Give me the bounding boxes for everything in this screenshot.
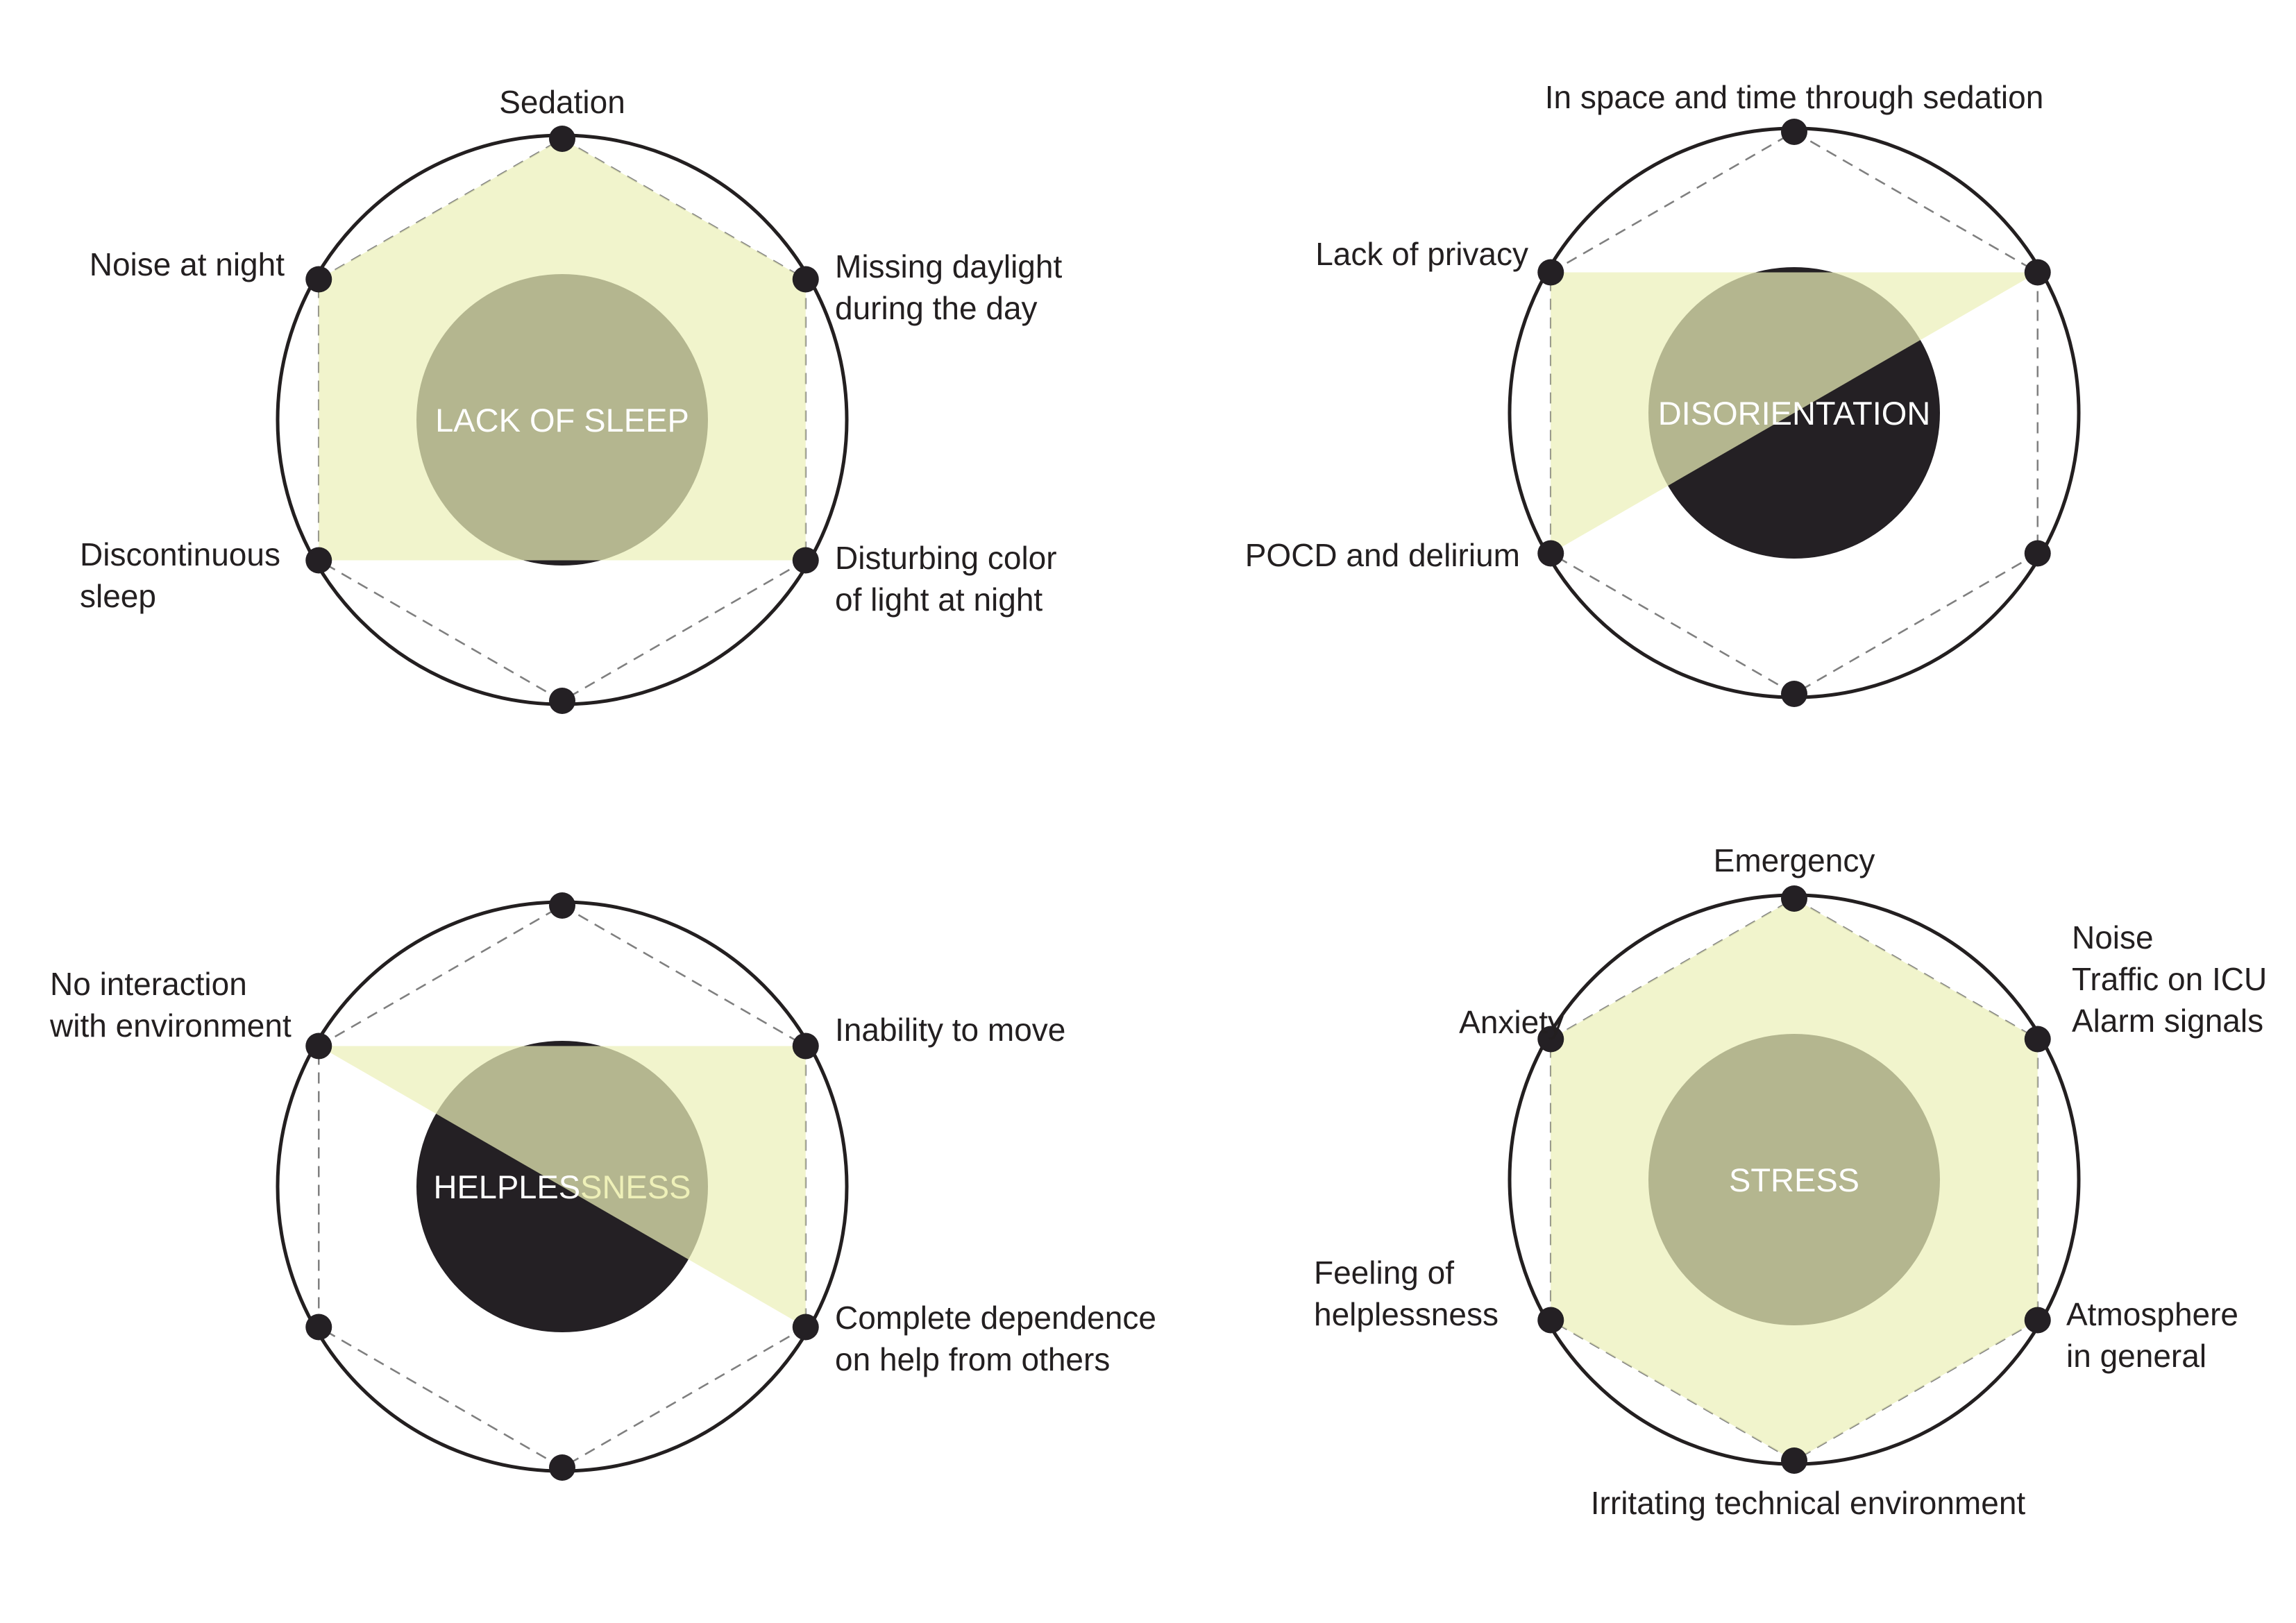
factor-node [305, 547, 332, 574]
factor-node [2024, 540, 2051, 567]
factor-node [1781, 119, 1807, 145]
factor-label: POCD and delirium [1245, 537, 1520, 573]
factor-node [1537, 540, 1564, 567]
factor-node [2024, 1026, 2051, 1053]
factor-node [1781, 885, 1807, 912]
factor-node [1537, 259, 1564, 286]
factor-label: Missing daylight during the day [835, 248, 1062, 326]
factor-label-line: Complete dependence [835, 1300, 1156, 1336]
factor-label-line: in general [2066, 1338, 2206, 1374]
factor-label-line: helplessness [1314, 1296, 1499, 1332]
factor-label-line: Traffic on ICU [2072, 961, 2267, 997]
factor-node [549, 688, 575, 714]
factor-label-line: Discontinuous [80, 536, 280, 572]
center-label: DISORIENTATION [1658, 395, 1931, 432]
factor-node [305, 1314, 332, 1341]
factor-label-line: Feeling of [1314, 1255, 1454, 1291]
factor-node [1537, 1307, 1564, 1334]
factor-label-line: of light at night [835, 581, 1043, 618]
factor-label: Disturbing color of light at night [835, 540, 1057, 618]
factor-label-line: Alarm signals [2072, 1003, 2263, 1039]
factor-label-line: POCD and delirium [1245, 537, 1520, 573]
factor-label-line: Missing daylight [835, 248, 1062, 284]
factor-label-line: with environment [49, 1008, 292, 1044]
factor-label: Emergency [1714, 842, 1875, 878]
factor-label-line: Lack of privacy [1315, 236, 1528, 272]
factor-label-line: No interaction [50, 966, 247, 1002]
factor-label: Sedation [499, 84, 625, 120]
factor-label-line: Sedation [499, 84, 625, 120]
factor-node [2024, 1307, 2051, 1334]
factor-label-line: during the day [835, 290, 1038, 326]
factor-node [549, 892, 575, 919]
factor-label: Discontinuous sleep [80, 536, 280, 614]
factor-node [1781, 1447, 1807, 1474]
factor-label: Inability to move [835, 1012, 1065, 1048]
center-label: LACK OF SLEEP [435, 402, 689, 439]
factor-label-line: Disturbing color [835, 540, 1057, 576]
factor-label: In space and time through sedation [1545, 79, 2044, 115]
factor-label-line: on help from others [835, 1341, 1110, 1377]
factor-node [1537, 1026, 1564, 1053]
factor-label-line: Inability to move [835, 1012, 1065, 1048]
highlight-area [1551, 899, 2038, 1461]
factor-label: Noise at night [90, 246, 285, 282]
factor-node [1781, 681, 1807, 707]
factor-label-line: Irritating technical environment [1591, 1485, 2026, 1521]
factor-label: Complete dependence on help from others [835, 1300, 1156, 1377]
factor-node [305, 266, 332, 293]
factor-node [549, 126, 575, 152]
factor-label: Anxiety [1459, 1004, 1564, 1040]
factor-node [792, 1033, 819, 1060]
factor-label-line: sleep [80, 578, 156, 614]
factor-label: Feeling of helplessness [1314, 1255, 1499, 1332]
factor-node [305, 1033, 332, 1060]
factor-label-line: Atmosphere [2066, 1296, 2238, 1332]
factor-label-line: Anxiety [1459, 1004, 1564, 1040]
factor-node [2024, 259, 2051, 286]
factor-label-line: Noise at night [90, 246, 285, 282]
factor-label: Lack of privacy [1315, 236, 1528, 272]
factor-label-line: Noise [2072, 919, 2154, 955]
highlight-area [319, 139, 806, 561]
highlight-area [319, 1046, 806, 1327]
factor-label-line: Emergency [1714, 842, 1875, 878]
center-label: STRESS [1729, 1162, 1859, 1198]
factor-node [549, 1454, 575, 1481]
factor-node [792, 266, 819, 293]
factor-label: Atmosphere in general [2066, 1296, 2238, 1374]
factor-node [792, 1314, 819, 1341]
factor-label-line: In space and time through sedation [1545, 79, 2044, 115]
factor-label: No interaction with environment [49, 966, 292, 1044]
center-label: HELPLESSNESS [434, 1169, 691, 1205]
factor-label: Irritating technical environment [1591, 1485, 2026, 1521]
highlight-area [1551, 272, 2038, 554]
factor-node [792, 547, 819, 574]
